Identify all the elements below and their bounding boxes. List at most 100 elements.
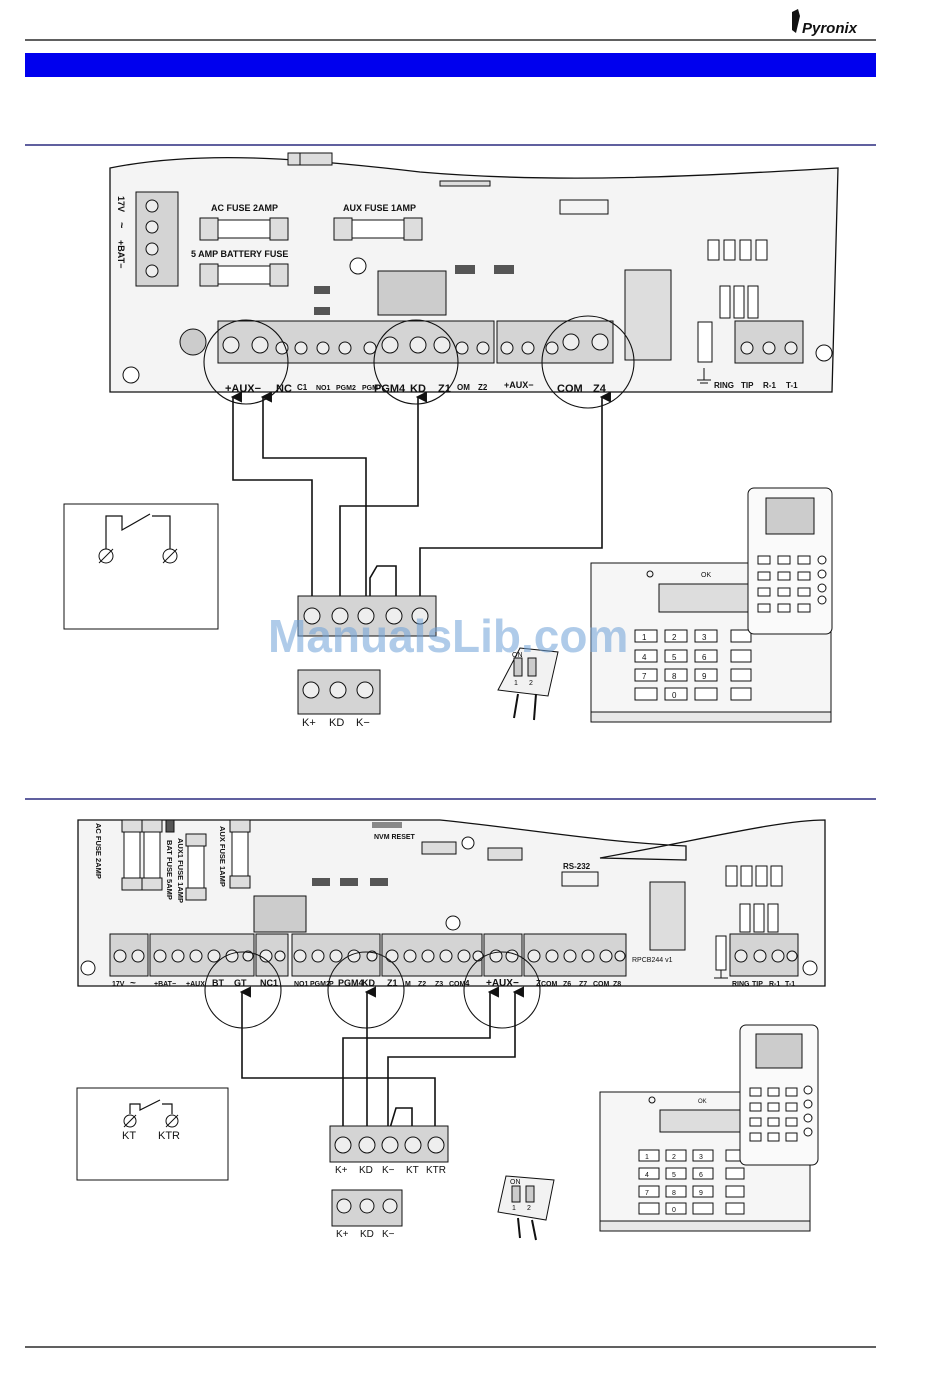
relay-group-2 xyxy=(725,865,783,933)
wires-2 xyxy=(239,986,524,1129)
d2-rs232-label: RS-232 xyxy=(563,862,591,871)
t1-com-cut: OM xyxy=(457,383,470,392)
keypad1-ok: OK xyxy=(701,572,711,579)
d2-bat-fuse-label: BAT FUSE 5AMP xyxy=(165,840,174,900)
keypad-terminal-block-1 xyxy=(297,595,437,637)
t2-z7: Z7 xyxy=(579,981,587,988)
kp1-key-3: 3 xyxy=(702,633,707,642)
kp1-key-2: 2 xyxy=(672,633,677,642)
keypad1-key-digits: 1 2 3 4 5 6 7 8 9 0 xyxy=(642,633,707,700)
kp1-key-4: 4 xyxy=(642,653,647,662)
t1-pgm4: PGM4 xyxy=(374,383,406,395)
battery-fuse-label: 5 AMP BATTERY FUSE xyxy=(191,249,288,259)
dip2-on: ON xyxy=(510,1179,521,1186)
kp2-key-7: 7 xyxy=(645,1190,649,1197)
t1-z1: Z1 xyxy=(438,383,451,395)
fuses-2 xyxy=(121,819,251,901)
panel-board-2: AC FUSE 2AMP BAT FUSE 5AMP AUX1 FUSE 1AM… xyxy=(77,819,826,1029)
section-title-bar xyxy=(25,53,876,77)
kp2-key-0: 0 xyxy=(672,1207,676,1214)
d2-aux-fuse-label: AUX FUSE 1AMP xyxy=(218,826,227,887)
t2-z2: Z2 xyxy=(418,981,426,988)
t1-pgm-cut: PGM xyxy=(362,385,378,392)
kp2b-kd: KD xyxy=(360,1229,374,1240)
t2-kd: KD xyxy=(362,978,375,988)
keypad-housing-2: OK xyxy=(599,1024,819,1232)
wires-1 xyxy=(230,391,611,598)
kp1-key-7: 7 xyxy=(642,672,647,681)
t2-gt: GT xyxy=(234,978,247,988)
t1-pgm2: PGM2 xyxy=(336,385,356,392)
t2-com2: COM xyxy=(541,981,558,988)
contact-kt: KT xyxy=(122,1130,136,1142)
kp1-key-1: 1 xyxy=(642,633,647,642)
label-bat: +BAT− xyxy=(116,240,126,268)
kp2-key-3: 3 xyxy=(699,1154,703,1161)
kp2b-kminus: K− xyxy=(382,1229,395,1240)
kp2-key-5: 5 xyxy=(672,1172,676,1179)
kp1-key-0: 0 xyxy=(672,691,677,700)
kp2-key-2: 2 xyxy=(672,1154,676,1161)
t1-r1: R-1 xyxy=(763,381,776,390)
contact-box-2 xyxy=(76,1087,229,1181)
t2-r1: R-1 xyxy=(769,981,780,988)
dip1-on: ON xyxy=(512,652,523,659)
t1-ring: RING xyxy=(714,381,734,390)
t1-z2: Z2 xyxy=(478,383,488,392)
t2-com: COM xyxy=(449,981,466,988)
keypad-terminal-block-1b xyxy=(297,669,381,715)
t2-z6: Z6 xyxy=(563,981,571,988)
t2-pgm4: PGM4 xyxy=(338,978,364,988)
t1-com: COM xyxy=(557,383,583,395)
kp2-kd: KD xyxy=(359,1165,373,1176)
kp2-key-1: 1 xyxy=(645,1154,649,1161)
kp1b-kplus: K+ xyxy=(302,717,316,729)
keypad-terminal-block-2 xyxy=(329,1125,449,1163)
logo-text: Pyronix xyxy=(802,20,858,37)
label-17v: 17V xyxy=(116,196,126,212)
dip-switch-1 xyxy=(497,647,559,721)
d2-board-id: RPCB244 v1 xyxy=(632,957,673,964)
t2-tilde: ~ xyxy=(130,978,136,989)
d2-ac-fuse-label: AC FUSE 2AMP xyxy=(94,823,103,879)
t2-z1: Z1 xyxy=(387,978,398,988)
t2-aux: +AUX− xyxy=(486,978,519,989)
t1-c1: C1 xyxy=(297,383,308,392)
contact-box-1 xyxy=(63,503,219,630)
kp2-key-9: 9 xyxy=(699,1190,703,1197)
kp2-key-8: 8 xyxy=(672,1190,676,1197)
t2-17v: 17V xyxy=(112,981,125,988)
ac-fuse xyxy=(199,217,289,241)
t2-z3: Z3 xyxy=(435,981,443,988)
kp2-kt: KT xyxy=(406,1165,419,1176)
t1-kd: KD xyxy=(410,383,426,395)
contact-ktr: KTR xyxy=(158,1130,180,1142)
t1-t1: T-1 xyxy=(786,381,798,390)
keypad-terminal-block-2b xyxy=(331,1189,403,1227)
kp1b-kminus: K− xyxy=(356,717,370,729)
pyronix-logo: Pyronix xyxy=(792,9,858,37)
label-tilde: ~ xyxy=(115,222,127,229)
terminal-strip-1 xyxy=(217,320,804,384)
t1-aux: +AUX− xyxy=(225,383,261,395)
power-terminal-block xyxy=(135,191,179,287)
highlight-circles-2 xyxy=(204,951,541,1029)
t2-m: M xyxy=(405,981,411,988)
highlight-circles-1 xyxy=(203,315,635,409)
t2-nc1: NC1 xyxy=(260,978,278,988)
t1-tip: TIP xyxy=(741,381,754,390)
t1-z4: Z4 xyxy=(593,383,607,395)
dip-switch-2 xyxy=(497,1175,555,1241)
dip2-2: 2 xyxy=(527,1205,531,1212)
keypad2-key-digits: 1 2 3 4 5 6 7 8 9 0 xyxy=(645,1154,703,1214)
t2-t1: T-1 xyxy=(785,981,795,988)
panel-board-1: 17V ~ +BAT− AC FUSE 2AMP AUX FUSE 1AMP 5… xyxy=(109,152,839,409)
t2-aux1: +AUX xyxy=(186,981,205,988)
dip2-1: 1 xyxy=(512,1205,516,1212)
aux-fuse-label: AUX FUSE 1AMP xyxy=(343,203,416,213)
t2-z8: Z8 xyxy=(613,981,621,988)
d2-aux1-fuse-label: AUX1 FUSE 1AMP xyxy=(176,838,185,903)
page-header: Pyronix xyxy=(25,9,876,1348)
kp1-key-9: 9 xyxy=(702,672,707,681)
